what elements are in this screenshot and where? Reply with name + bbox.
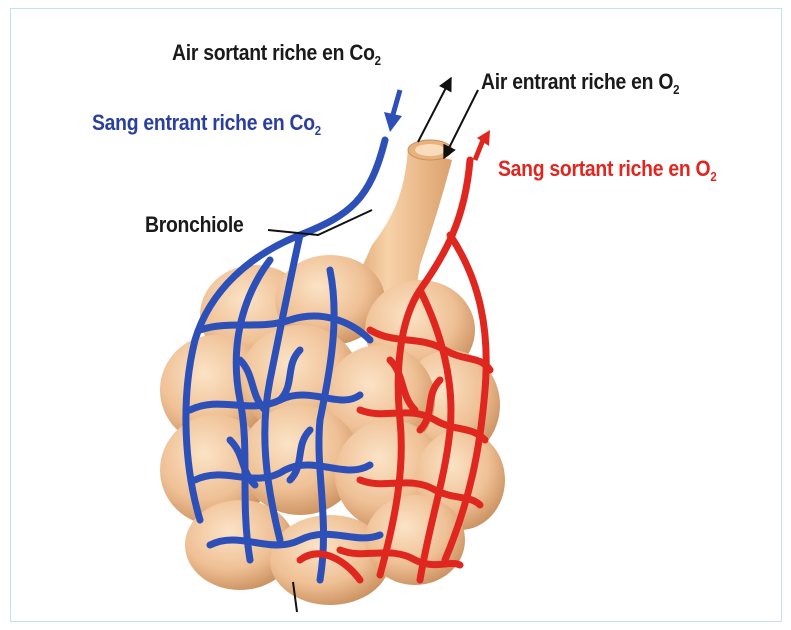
bronchiole-label: Bronchiole xyxy=(145,212,243,238)
blood-out-label: Sang sortant riche en O2 xyxy=(498,156,716,184)
bronchiole-leader xyxy=(268,210,372,235)
air-out-label: Air sortant riche en Co2 xyxy=(172,40,381,68)
blood-out-arrow xyxy=(475,130,490,160)
blood-in-arrow xyxy=(384,90,402,132)
air-out-arrow xyxy=(418,78,451,142)
air-in-arrow xyxy=(444,90,478,158)
blood-in-label: Sang entrant riche en Co2 xyxy=(92,110,321,138)
air-in-label: Air entrant riche en O2 xyxy=(481,69,679,97)
